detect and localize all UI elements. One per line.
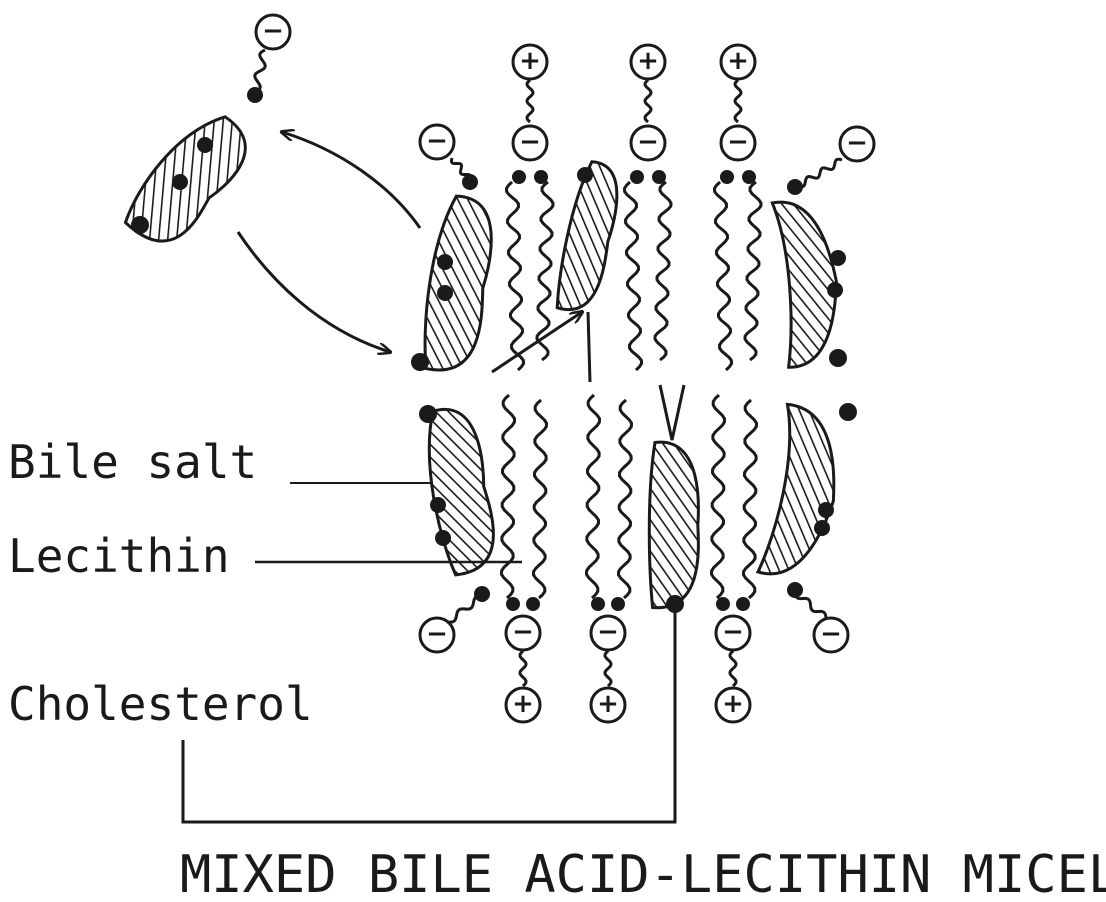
hydroxyl-dot (814, 520, 830, 536)
charge-sign: + (512, 689, 534, 719)
bile-salt-bottom-left-charge: − (420, 618, 454, 652)
hydroxyl-dot (411, 353, 429, 371)
charge-sign: − (512, 617, 534, 647)
free-bile-salt-dot (247, 87, 263, 103)
charge-sign: − (426, 126, 448, 156)
cholesterol-top-tail (588, 312, 590, 382)
charge-sign: + (727, 46, 749, 76)
hydroxyl-dot (839, 403, 857, 421)
lecithin-bottom-headlink (605, 651, 611, 686)
bile-salt-top-right-charge: − (840, 127, 874, 161)
hydroxyl-dot (197, 137, 213, 153)
lecithin-top-headlink (527, 80, 533, 122)
lecithin-top-tail (745, 182, 761, 360)
hydroxyl-dot (131, 216, 149, 234)
exchange-arrow-in (238, 232, 390, 352)
charge-sign: − (727, 127, 749, 157)
lecithin-bottom-glycerol-dot (591, 597, 605, 611)
lecithin-top-glycerol-dot (630, 170, 644, 184)
cholesterol-top-body (552, 160, 625, 316)
cholesterol-bottom-hydroxyl (666, 595, 684, 613)
lecithin-bottom-glycerol-dot (506, 597, 520, 611)
bile-salt-bottom-right-body (752, 404, 851, 584)
lecithin-label: Lecithin (8, 529, 230, 583)
lecithin-bottom-negative-charge: − (591, 616, 625, 650)
lecithin-top-tail (625, 182, 642, 370)
free-bile-salt-chain (255, 50, 265, 92)
charge-sign: + (637, 46, 659, 76)
diagram-title: MIXED BILE ACID-LECITHIN MICELLE (180, 845, 1106, 902)
charge-sign: + (722, 689, 744, 719)
lecithin-bottom-tail (534, 400, 547, 598)
lecithin-bottom-headlink (520, 651, 526, 686)
lecithin-bottom-tail (587, 395, 600, 598)
charge-sign: − (722, 617, 744, 647)
charge-sign: − (597, 617, 619, 647)
lecithin-bottom-tail (744, 400, 757, 598)
charge-sign: + (519, 46, 541, 76)
hydroxyl-dot (430, 497, 446, 513)
charge-sign: − (426, 619, 448, 649)
cholesterol-label: Cholesterol (8, 677, 313, 731)
hydroxyl-dot (435, 530, 451, 546)
lecithin-top-negative-charge: − (513, 126, 547, 160)
lecithin-top-positive-charge: + (631, 45, 665, 79)
lecithin-top-headlink (735, 80, 741, 122)
lecithin-bottom-headlink (730, 651, 736, 686)
lecithin-top-negative-charge: − (631, 126, 665, 160)
lecithin-top-glycerol-dot (512, 170, 526, 184)
cholesterol-top-hydroxyl (577, 167, 593, 183)
hydroxyl-dot (462, 174, 478, 190)
bile-salt-top-right-chain (798, 159, 842, 187)
lecithin-top-tail (655, 182, 671, 360)
lecithin-bottom-tail (619, 400, 632, 598)
charge-sign: − (262, 16, 284, 46)
lecithin-bottom-positive-charge: + (716, 688, 750, 722)
hydroxyl-dot (829, 349, 847, 367)
charge-sign: − (519, 127, 541, 157)
hydroxyl-dot (172, 174, 188, 190)
lecithin-top-negative-charge: − (721, 126, 755, 160)
lecithin-bottom-positive-charge: + (591, 688, 625, 722)
lecithin-bottom-glycerol-dot (736, 597, 750, 611)
lecithin-bottom-glycerol-dot (526, 597, 540, 611)
hydroxyl-dot (437, 254, 453, 270)
hydroxyl-dot (818, 502, 834, 518)
hydroxyl-dot (827, 282, 843, 298)
lecithin-bottom-negative-charge: − (506, 616, 540, 650)
lecithin-bottom-positive-charge: + (506, 688, 540, 722)
bile-salt-top-left-charge: − (420, 125, 454, 159)
lecithin-bottom-tail (712, 395, 725, 598)
hydroxyl-dot (474, 586, 490, 602)
cholesterol-bottom-tail (660, 385, 684, 440)
free-bile-salt-charge: − (256, 15, 290, 49)
charge-sign: − (820, 619, 842, 649)
lecithin-bottom-tail (502, 395, 515, 598)
hydroxyl-dot (787, 179, 803, 195)
lecithin-top-glycerol-dot (720, 170, 734, 184)
bile-salt-bottom-right-charge: − (814, 618, 848, 652)
bile-salt-bottom-left-body (419, 404, 501, 576)
charge-sign: − (846, 128, 868, 158)
lecithin-bottom-negative-charge: − (716, 616, 750, 650)
bile-salt-label: Bile salt (8, 435, 257, 489)
charge-sign: + (597, 689, 619, 719)
lecithin-top-positive-charge: + (513, 45, 547, 79)
lecithin-top-tail (507, 182, 524, 370)
lecithin-top-headlink (645, 80, 651, 122)
charge-sign: − (637, 127, 659, 157)
lecithin-bottom-glycerol-dot (611, 597, 625, 611)
bile-salt-top-left-body (418, 194, 498, 376)
hydroxyl-dot (830, 250, 846, 266)
cholesterol-bottom-body (649, 442, 698, 608)
exchange-arrow-out (282, 132, 420, 228)
lecithin-top-tail (715, 182, 732, 370)
hydroxyl-dot (437, 285, 453, 301)
lecithin-bottom-glycerol-dot (716, 597, 730, 611)
lecithin-top-positive-charge: + (721, 45, 755, 79)
exchange-arrow-internal (492, 312, 582, 372)
